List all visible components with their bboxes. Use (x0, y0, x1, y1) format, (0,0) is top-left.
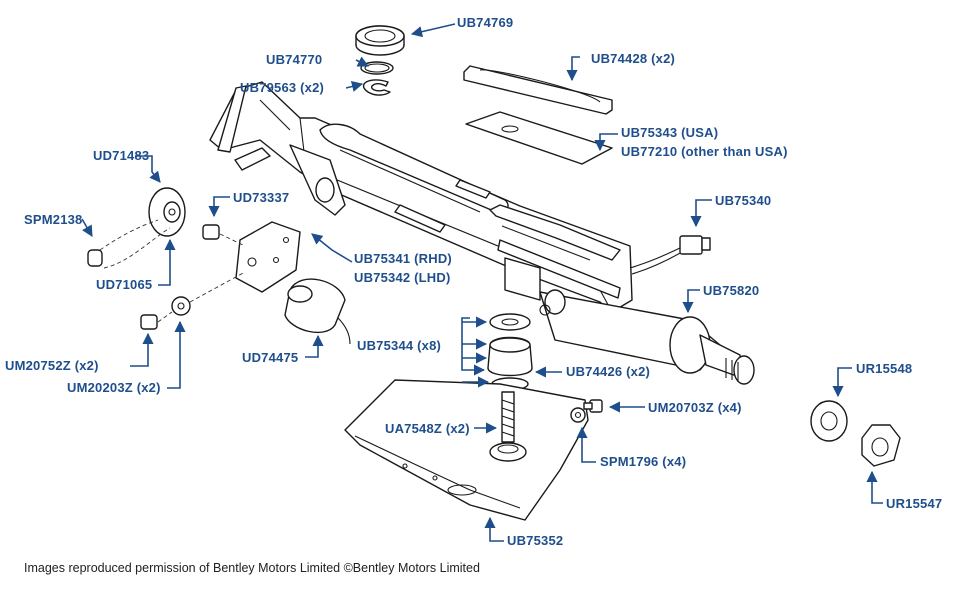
leader-arrow-ub79563 (345, 81, 364, 92)
label-ub75342: UB75342 (LHD) (354, 270, 451, 285)
connector-part (629, 235, 711, 275)
label-ub75343: UB75343 (USA) (621, 125, 719, 140)
mounting-plate-part (344, 379, 589, 521)
leader-arrow-ub74428 (566, 56, 580, 82)
o-ring-part (360, 61, 394, 75)
leader-arrow-ub74769 (410, 23, 456, 38)
leader-arrow-spm2138 (81, 218, 93, 237)
steering-shaft-part (539, 289, 755, 385)
leader-arrow-ub75820 (682, 289, 700, 314)
label-ub75340: UB75340 (715, 193, 772, 208)
label-ub79563: UB79563 (x2) (240, 80, 325, 95)
upper-bracket-part (463, 65, 613, 115)
screw-left-part (140, 314, 158, 330)
knob-assembly-part (148, 187, 186, 237)
leader-arrow-ub75341 (311, 233, 353, 263)
nut-part (861, 424, 901, 467)
label-ub75344: UB75344 (x8) (357, 338, 442, 353)
washer-left-part (171, 296, 191, 316)
rubber-mount-stack-part (487, 313, 533, 391)
column-bracket-part (209, 81, 633, 313)
shim-plate-part (465, 111, 613, 165)
label-ub74428: UB74428 (x2) (591, 51, 676, 66)
label-um20203z: UM20203Z (x2) (67, 380, 161, 395)
label-ub74426: UB74426 (x2) (566, 364, 651, 379)
leader-arrow-ub74770 (355, 56, 370, 67)
label-ub75352: UB75352 (507, 533, 564, 548)
switch-bracket-part (235, 221, 301, 293)
label-ur15548: UR15548 (856, 361, 913, 376)
leader-arrow-ud73337 (208, 196, 230, 218)
label-ub74769: UB74769 (457, 15, 514, 30)
label-spm1796: SPM1796 (x4) (600, 454, 687, 469)
copyright-footer: Images reproduced permission of Bentley … (24, 561, 480, 575)
label-ud71065: UD71065 (96, 277, 153, 292)
cap-seal-part (355, 25, 405, 56)
label-ub77210: UB77210 (other than USA) (621, 144, 788, 159)
leader-arrow-ud71065 (158, 238, 176, 286)
small-washer-part (570, 407, 586, 423)
label-ub75820: UB75820 (703, 283, 760, 298)
label-spm2138: SPM2138 (24, 212, 83, 227)
label-ud73337: UD73337 (233, 190, 290, 205)
leader-arrow-um20203z (167, 320, 186, 389)
label-ua7548z: UA7548Z (x2) (385, 421, 470, 436)
mounting-bolt-part (489, 391, 527, 462)
label-um20752z: UM20752Z (x2) (5, 358, 99, 373)
leader-arrow-ur15547 (866, 470, 883, 504)
label-ub74770: UB74770 (266, 52, 323, 67)
small-bolt-part (583, 399, 603, 413)
leader-arrow-spm1796 (576, 426, 596, 463)
grub-screw-part (87, 249, 103, 267)
leader-arrow-ud71483 (135, 155, 161, 183)
leader-arrows (81, 23, 883, 542)
solenoid-part (284, 278, 351, 345)
washer-part (810, 400, 848, 442)
label-ub75341: UB75341 (RHD) (354, 251, 452, 266)
leader-arrow-um20752z (130, 332, 154, 367)
leader-arrow-ud74475 (305, 334, 324, 358)
circlip-part (362, 79, 391, 96)
leader-arrow-ub75340 (690, 199, 712, 228)
label-ur15547: UR15547 (886, 496, 943, 511)
label-ud71483: UD71483 (93, 148, 150, 163)
label-um20703z: UM20703Z (x4) (648, 400, 742, 415)
leader-arrow-ub75343 (594, 133, 618, 152)
bracket-screw-part (202, 224, 220, 240)
lower-bracket-part (489, 204, 621, 261)
label-ud74475: UD74475 (242, 350, 299, 365)
leader-arrow-ub75352 (484, 516, 504, 542)
leader-arrow-ur15548 (832, 367, 852, 398)
